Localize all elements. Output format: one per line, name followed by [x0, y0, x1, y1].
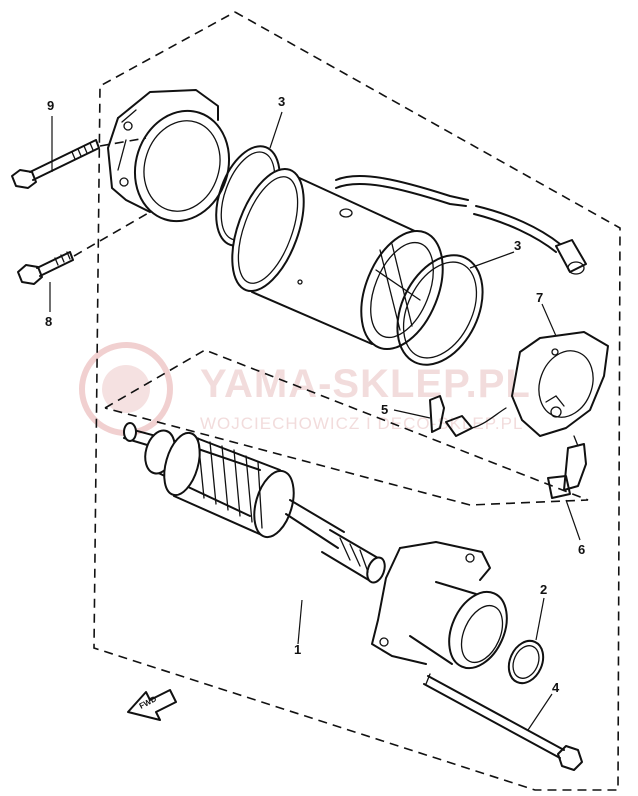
part-labels: 9 8 3 3 7 5 6 2 4 1 [45, 94, 585, 695]
brush-plate-part-7 [511, 331, 609, 437]
label-part-3-front: 3 [514, 238, 521, 253]
motor-yoke [231, 167, 587, 351]
brush-part-5 [429, 395, 507, 437]
through-bolt-part-4 [423, 673, 583, 771]
brush-part-6 [547, 435, 587, 499]
forward-direction-marker: FWD [127, 689, 177, 721]
front-cover [371, 541, 508, 670]
label-part-5: 5 [381, 402, 388, 417]
leader-lines [49, 111, 581, 731]
label-part-8: 8 [45, 314, 52, 329]
label-part-7: 7 [536, 290, 543, 305]
bolt-part-9 [11, 139, 100, 189]
label-part-4: 4 [552, 680, 560, 695]
watermark-subtext: WOJCIECHOWICZ I DECO-SKLEP.PL [200, 414, 523, 433]
watermark-brand: YAMA-SKLEP.PL [200, 362, 531, 406]
armature [123, 422, 386, 584]
o-ring-part-2 [507, 639, 545, 685]
label-part-2: 2 [540, 582, 547, 597]
rear-end-cap [107, 89, 231, 223]
watermark-logo-core [102, 365, 150, 413]
label-part-3-rear: 3 [278, 94, 285, 109]
o-ring-part-3-front [396, 254, 484, 366]
bolt-part-8 [17, 251, 74, 285]
assembly-outline [93, 11, 621, 791]
label-part-6: 6 [578, 542, 585, 557]
label-part-9: 9 [47, 98, 54, 113]
label-part-1: 1 [294, 642, 301, 657]
